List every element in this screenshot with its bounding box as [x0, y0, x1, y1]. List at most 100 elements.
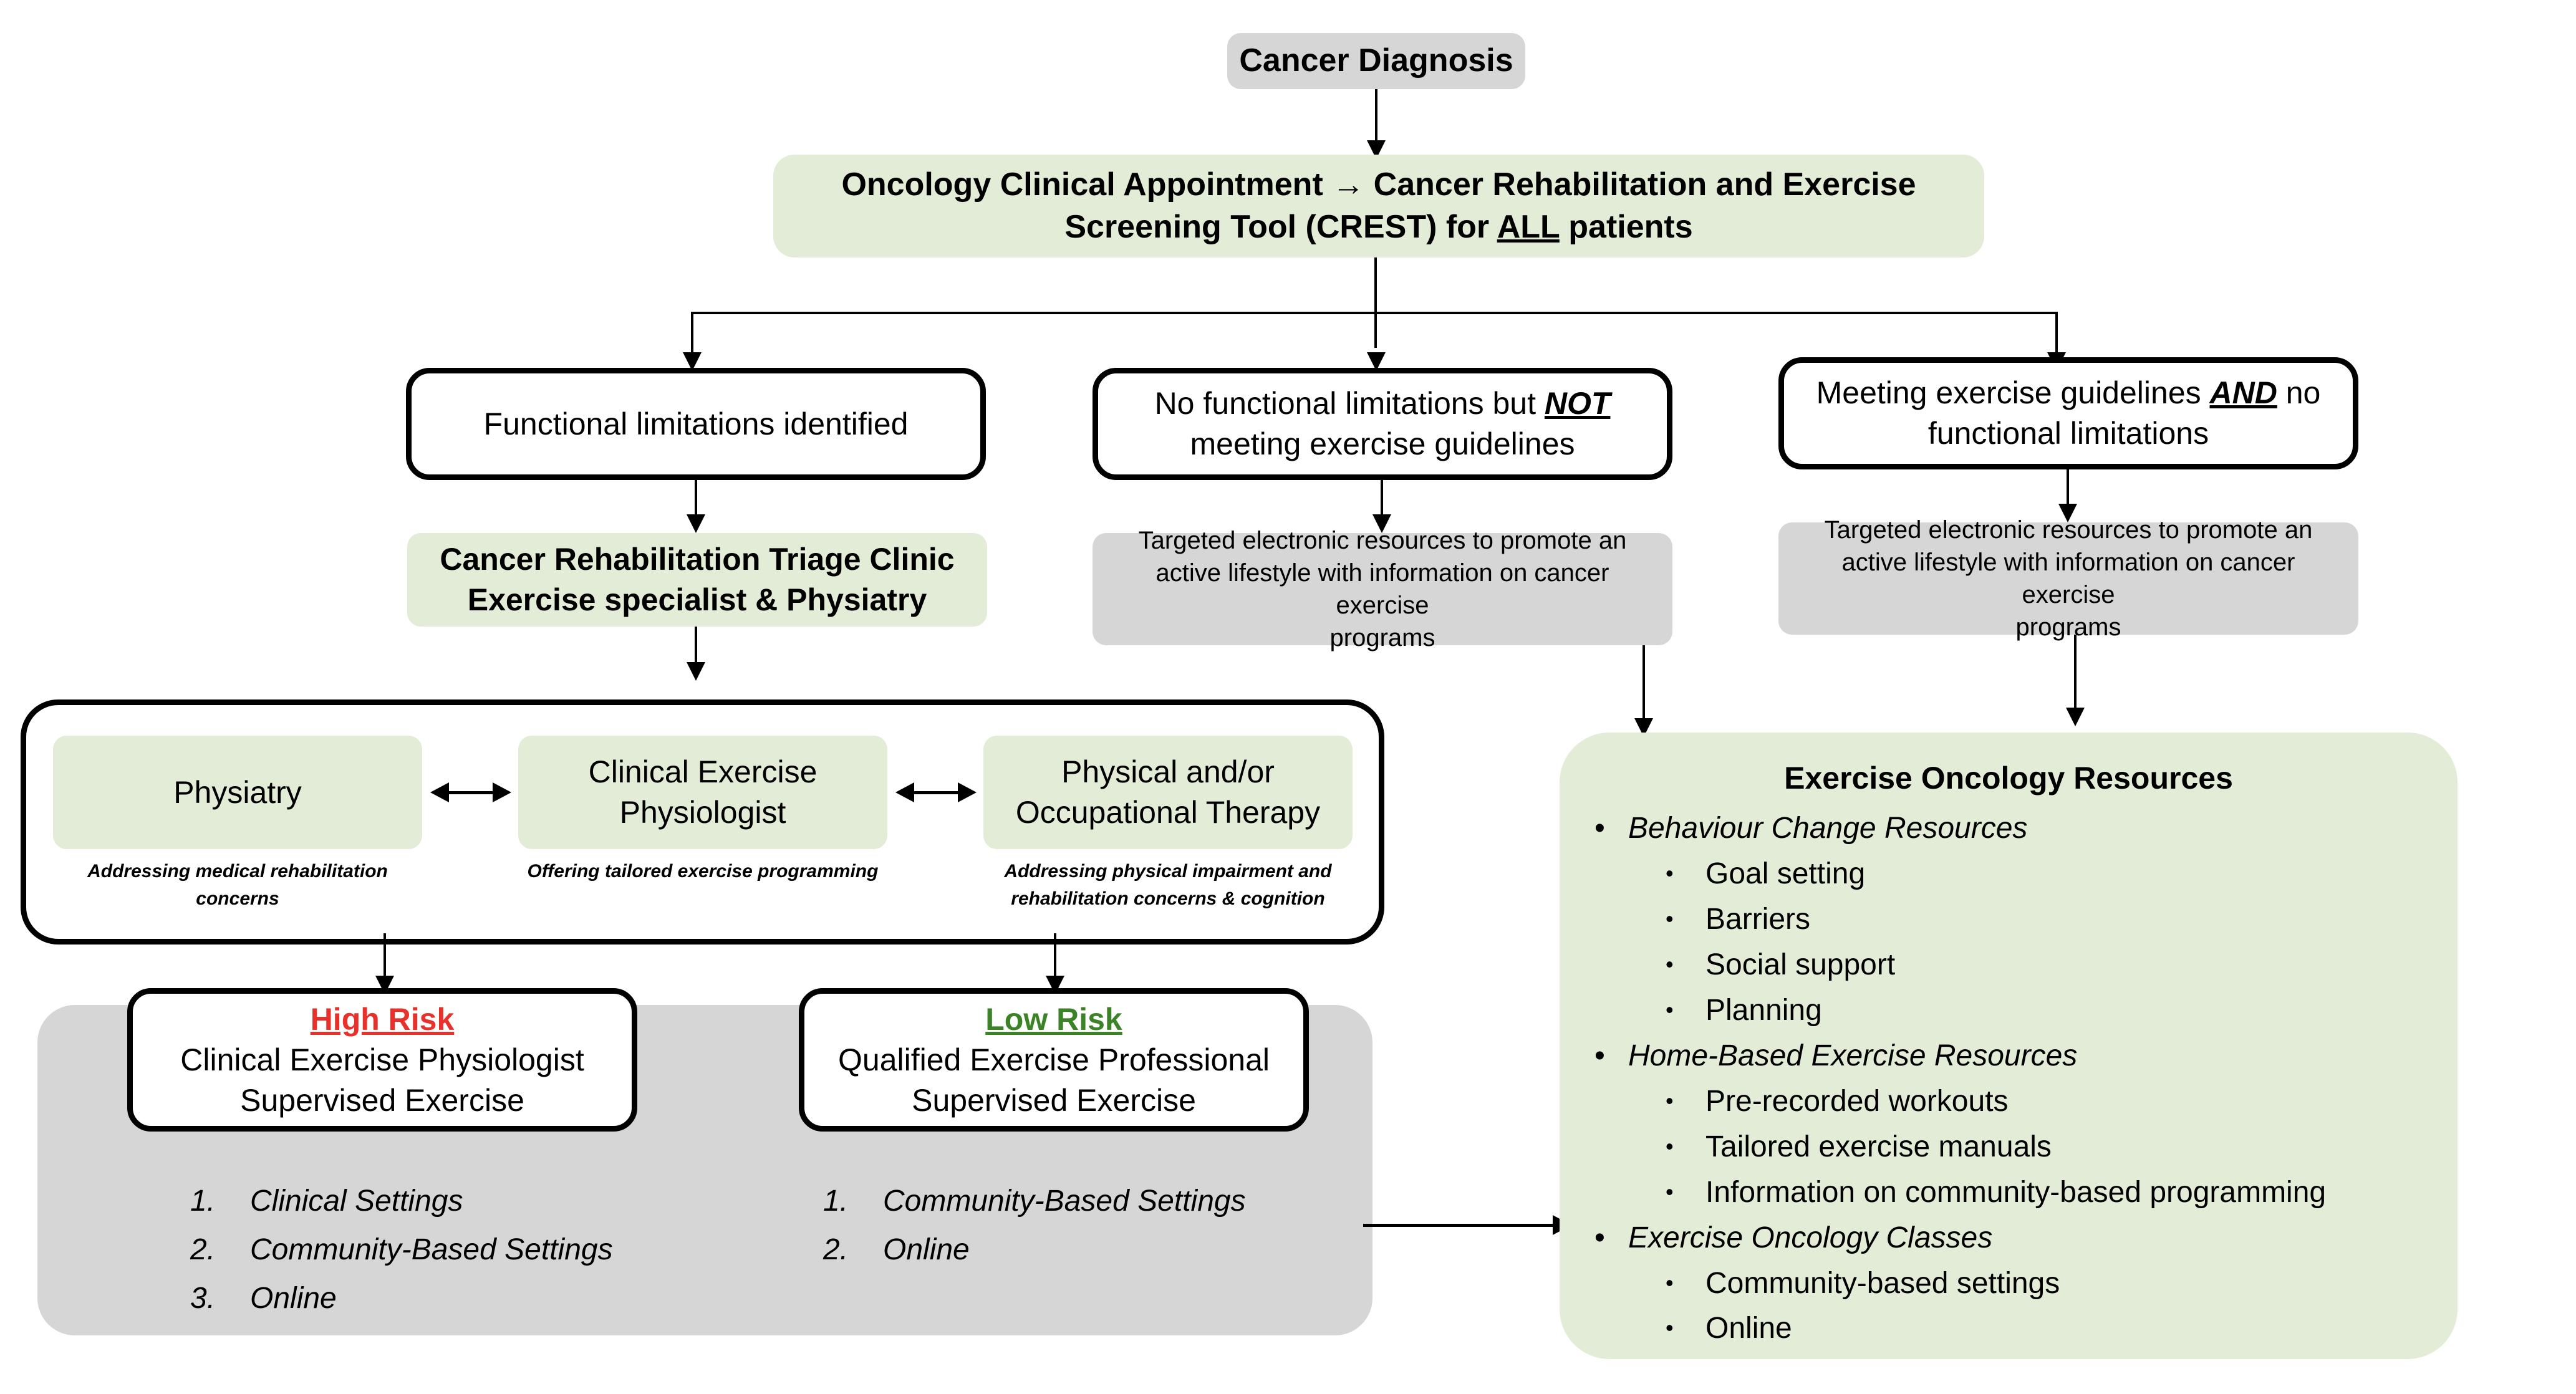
branch-3-line-1: Meeting exercise guidelines AND no: [1816, 375, 2321, 410]
arrow-bar-2: [912, 791, 960, 794]
arrowhead-b3-to-resources: [2058, 504, 2077, 522]
list-item: 1.Community-Based Settings: [823, 1185, 1246, 1218]
branch-3-line-2: functional limitations: [1927, 416, 2209, 451]
resource-group-heading: • Home-Based Exercise Resources: [1594, 1034, 2458, 1079]
bullet-icon: •: [1666, 951, 1674, 977]
connector-branch-left: [691, 312, 693, 365]
physiatry-caption: Addressing medical rehabilitation concer…: [87, 861, 388, 909]
bullet-icon: •: [1666, 1269, 1674, 1295]
node-crest-screening: Oncology Clinical Appointment → Cancer R…: [773, 155, 1984, 257]
arrow-left-head-1: [430, 782, 449, 802]
low-risk-settings-list: 1.Community-Based Settings 2.Online: [823, 1177, 1384, 1274]
resource-item: • Barriers: [1666, 897, 2458, 943]
low-risk-line-2: Supervised Exercise: [912, 1082, 1196, 1118]
pot-caption: Addressing physical impairment and rehab…: [1004, 861, 1332, 909]
branch-3-emphasis-and: AND: [2209, 375, 2277, 410]
connector-settings-to-resources: [1363, 1224, 1556, 1227]
bullet-icon: •: [1666, 860, 1674, 886]
targeted-right-line-2: active lifestyle with information on can…: [1841, 549, 2295, 608]
cep-title-line-2: Physiologist: [619, 795, 786, 830]
bullet-icon: •: [1666, 1178, 1674, 1204]
list-item: 2.Community-Based Settings: [190, 1233, 613, 1266]
cep-title-line-1: Clinical Exercise: [588, 754, 818, 789]
node-low-risk: Low Risk Qualified Exercise Professional…: [799, 988, 1309, 1132]
role-chip-physical-occupational-therapy: Physical and/or Occupational Therapy: [983, 736, 1353, 849]
targeted-mid-line-1: Targeted electronic resources to promote…: [1138, 527, 1627, 554]
branch-2-line-1: No functional limitations but NOT: [1154, 386, 1611, 421]
node-targeted-resources-right: Targeted electronic resources to promote…: [1778, 516, 2358, 641]
arrow-right-head-1: [493, 782, 511, 802]
triage-line-2: Exercise specialist & Physiatry: [467, 582, 927, 617]
list-item: 1.Clinical Settings: [190, 1185, 463, 1218]
connector-diagnosis-to-screening: [1375, 89, 1377, 151]
resource-group-heading: • Behaviour Change Resources: [1594, 806, 2458, 852]
low-risk-line-1: Qualified Exercise Professional: [838, 1042, 1270, 1077]
connector-triage-to-team: [695, 627, 697, 673]
resource-item: • Tailored exercise manuals: [1666, 1125, 2458, 1170]
resources-list: • Behaviour Change Resources • Goal sett…: [1560, 806, 2458, 1352]
arrow-bar-1: [446, 791, 495, 794]
node-functional-limitations-identified: Functional limitations identified: [406, 368, 986, 480]
resource-group-heading: • Exercise Oncology Classes: [1594, 1216, 2458, 1261]
bullet-icon: •: [1666, 905, 1674, 931]
arrowhead-b2-to-resources: [1372, 514, 1391, 533]
resource-item: • Planning: [1666, 988, 2458, 1034]
bullet-icon: •: [1594, 1039, 1605, 1072]
bullet-icon: •: [1594, 1221, 1605, 1254]
arrowhead-triage-to-team: [687, 662, 705, 681]
bullet-icon: •: [1666, 1315, 1674, 1341]
bullet-icon: •: [1666, 1087, 1674, 1113]
branch-2-line-2: meeting exercise guidelines: [1190, 426, 1575, 461]
connector-b3-to-resources: [2067, 469, 2069, 516]
bidirectional-arrow-cep-pot: [895, 780, 977, 805]
connector-branch-right: [2055, 312, 2058, 365]
bullet-icon: •: [1666, 996, 1674, 1022]
resource-item: • Goal setting: [1666, 852, 2458, 897]
node-meeting-guidelines-no-limitations: Meeting exercise guidelines AND no funct…: [1778, 357, 2358, 469]
list-item: 3.Online: [190, 1281, 337, 1315]
crest-line-1: Oncology Clinical Appointment → Cancer R…: [841, 166, 1916, 203]
list-item: 2.Online: [823, 1233, 970, 1266]
connector-team-to-low-risk: [1054, 933, 1056, 988]
cancer-diagnosis-label: Cancer Diagnosis: [1239, 42, 1513, 79]
node-cancer-rehabilitation-triage-clinic: Cancer Rehabilitation Triage Clinic Exer…: [407, 533, 987, 627]
high-risk-line-2: Supervised Exercise: [240, 1082, 524, 1118]
node-targeted-resources-middle: Targeted electronic resources to promote…: [1093, 527, 1672, 651]
branch-1-label: Functional limitations identified: [483, 406, 909, 441]
connector-b2-to-resources: [1381, 480, 1383, 527]
connector-team-to-high-risk: [384, 933, 386, 988]
low-risk-badge: Low Risk: [985, 1001, 1122, 1037]
resource-item: • Information on community-based program…: [1666, 1170, 2458, 1216]
connector-branch-bus: [691, 312, 2058, 314]
resources-panel-title: Exercise Oncology Resources: [1784, 761, 2233, 796]
pot-title-line-2: Occupational Therapy: [1015, 795, 1321, 830]
connector-targeted-mid-to-panel: [1643, 645, 1645, 733]
targeted-mid-line-3: programs: [1329, 624, 1435, 651]
resource-item: • Pre-recorded workouts: [1666, 1079, 2458, 1125]
targeted-mid-line-2: active lifestyle with information on can…: [1155, 559, 1609, 619]
physiatry-title: Physiatry: [173, 774, 302, 810]
pot-title-line-1: Physical and/or: [1061, 754, 1275, 789]
arrowhead-b1-to-triage: [687, 514, 705, 533]
high-risk-badge: High Risk: [310, 1001, 455, 1037]
resource-item: • Social support: [1666, 943, 2458, 988]
arrow-right-head-2: [958, 782, 977, 802]
targeted-right-line-1: Targeted electronic resources to promote…: [1824, 516, 2313, 544]
high-risk-line-1: Clinical Exercise Physiologist: [180, 1042, 584, 1077]
branch-2-emphasis-not: NOT: [1544, 386, 1611, 421]
connector-targeted-right-to-panel: [2074, 635, 2077, 722]
bidirectional-arrow-physiatry-cep: [430, 780, 511, 805]
crest-line-2: Screening Tool (CREST) for ALL patients: [1064, 208, 1693, 245]
panel-exercise-oncology-resources: Exercise Oncology Resources • Behaviour …: [1560, 733, 2458, 1359]
resource-item: • Community-based settings: [1666, 1261, 2458, 1307]
node-high-risk: High Risk Clinical Exercise Physiologist…: [127, 988, 637, 1132]
triage-line-1: Cancer Rehabilitation Triage Clinic: [440, 542, 955, 577]
bullet-icon: •: [1594, 812, 1605, 845]
high-risk-settings-list: 1.Clinical Settings 2.Community-Based Se…: [190, 1177, 751, 1322]
role-chip-physiatry: Physiatry: [53, 736, 422, 849]
arrowhead-targeted-right-to-panel: [2066, 708, 2085, 726]
arrow-left-head-2: [895, 782, 914, 802]
role-chip-clinical-exercise-physiologist: Clinical Exercise Physiologist: [518, 736, 887, 849]
cep-caption: Offering tailored exercise programming: [527, 861, 879, 882]
